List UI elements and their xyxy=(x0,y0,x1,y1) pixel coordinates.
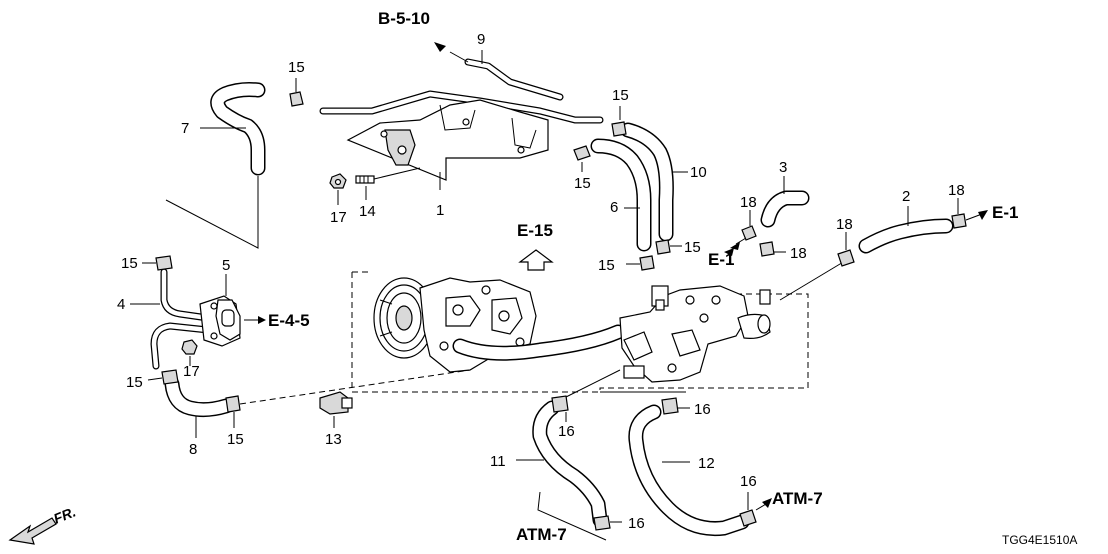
label-11: 11 xyxy=(490,453,506,470)
part-6-hose xyxy=(590,138,652,252)
label-16-a: 16 xyxy=(558,423,575,440)
part-14-stud xyxy=(355,167,421,200)
part-18-clamp-3b xyxy=(759,241,786,257)
label-15-c: 15 xyxy=(574,175,591,192)
label-17-a: 17 xyxy=(330,209,347,226)
part-18-clamp-2a xyxy=(837,232,855,267)
label-15-e: 15 xyxy=(684,239,701,256)
part-15-clamp-6-bottom xyxy=(626,255,655,271)
part-12-hose xyxy=(628,404,750,537)
diagram-code: TGG4E1510A xyxy=(1002,533,1077,547)
label-10: 10 xyxy=(690,164,707,181)
front-label: FR. xyxy=(51,503,78,526)
part-3-hose xyxy=(760,176,810,228)
label-7: 7 xyxy=(181,120,189,137)
part-15-clamp-8a xyxy=(147,369,179,385)
part-13-sensor xyxy=(319,391,353,428)
label-6: 6 xyxy=(610,199,618,216)
part-15-clamp-9-end xyxy=(611,106,627,137)
label-15-h: 15 xyxy=(227,431,244,448)
ref-atm-7-right: ATM-7 xyxy=(772,489,823,508)
part-17-nut-left xyxy=(181,339,198,366)
label-16-d: 16 xyxy=(628,515,645,532)
label-16-b: 16 xyxy=(694,401,711,418)
front-direction-arrow-icon xyxy=(8,517,57,545)
part-16-clamp-11-top xyxy=(551,395,569,422)
labels: B-5-10 9 15 7 15 15 6 10 3 18 18 2 18 E-… xyxy=(51,9,1077,547)
label-13: 13 xyxy=(325,431,342,448)
ref-atm-7-bottom: ATM-7 xyxy=(516,525,567,544)
water-pump-pulley xyxy=(373,277,435,359)
part-4-pipe xyxy=(130,268,212,370)
label-8: 8 xyxy=(189,441,197,458)
part-5-gasket xyxy=(199,274,266,347)
label-9: 9 xyxy=(477,31,485,48)
part-8-hose xyxy=(164,369,471,438)
part-18-clamp-2b xyxy=(951,198,988,229)
part-15-clamp-10-bottom xyxy=(655,239,682,255)
part-1-bracket xyxy=(346,99,549,190)
label-18-d: 18 xyxy=(790,245,807,262)
label-5: 5 xyxy=(222,257,230,274)
part-15-clamp-top xyxy=(289,78,304,107)
label-16-c: 16 xyxy=(740,473,757,490)
ref-e-15: E-15 xyxy=(517,221,553,240)
label-12: 12 xyxy=(698,455,715,472)
part-16-clamp-11-bottom xyxy=(537,491,622,541)
label-18-b: 18 xyxy=(836,216,853,233)
label-3: 3 xyxy=(779,159,787,176)
ref-b-5-10: B-5-10 xyxy=(378,9,430,28)
part-16-clamp-12-top xyxy=(661,397,690,415)
label-15-b: 15 xyxy=(612,87,629,104)
label-1: 1 xyxy=(436,202,444,219)
ref-e-1-left: E-1 xyxy=(708,250,734,269)
label-17-b: 17 xyxy=(183,363,200,380)
label-15-d: 15 xyxy=(598,257,615,274)
part-17-nut-top xyxy=(329,173,347,205)
part-15-clamp-6-top xyxy=(573,145,591,172)
e-1-left-arrow xyxy=(724,248,734,256)
part-16-clamp-12-bottom xyxy=(739,492,772,527)
part-7-hose xyxy=(165,82,266,249)
main-coolant-hose xyxy=(452,324,626,361)
label-18-a: 18 xyxy=(740,194,757,211)
label-15-f: 15 xyxy=(121,255,138,272)
label-15-a: 15 xyxy=(288,59,305,76)
label-18-c: 18 xyxy=(948,182,965,199)
label-2: 2 xyxy=(902,188,910,205)
label-14: 14 xyxy=(359,203,376,220)
part-15-clamp-8b xyxy=(225,395,241,428)
thermostat-housing xyxy=(619,285,771,383)
part-18-clamp-3a xyxy=(730,210,757,250)
part-2-hose xyxy=(779,206,954,301)
part-11-hose xyxy=(516,369,621,528)
label-4: 4 xyxy=(117,296,125,313)
e-15-up-arrow xyxy=(518,249,554,271)
ref-e-1-right: E-1 xyxy=(992,203,1018,222)
ref-e-4-5: E-4-5 xyxy=(268,311,310,330)
label-15-g: 15 xyxy=(126,374,143,391)
part-10-hose xyxy=(620,122,688,242)
part-15-clamp-4-top xyxy=(142,255,173,271)
engine-assembly-outline xyxy=(351,271,809,393)
